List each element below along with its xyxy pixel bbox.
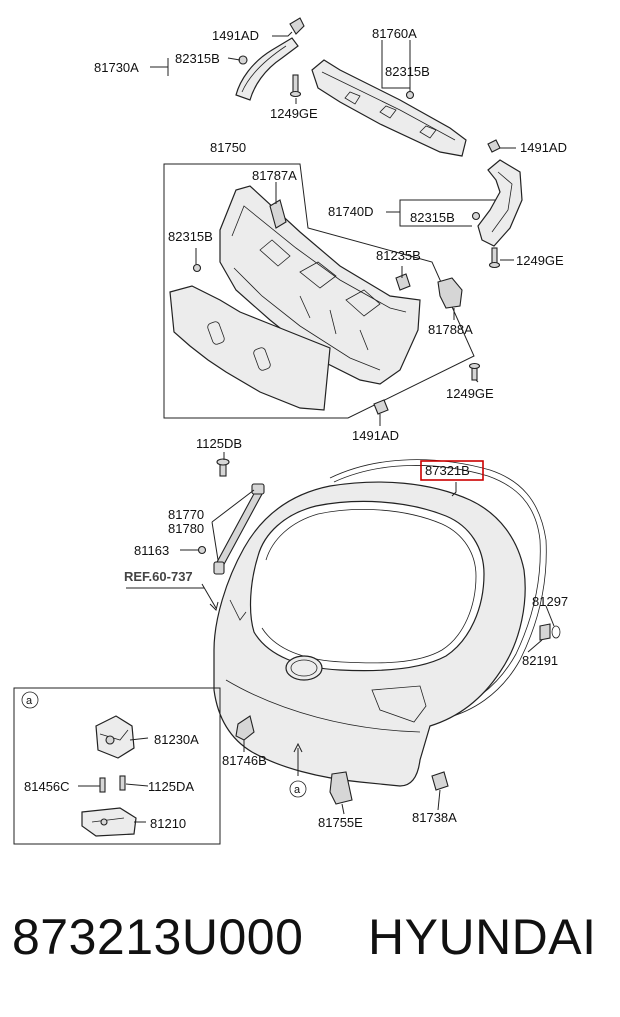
label-1491AD-low: 1491AD: [352, 428, 399, 443]
label-82191: 82191: [522, 653, 558, 668]
label-81297: 81297: [532, 594, 568, 609]
part-number: 873213U000: [12, 909, 304, 965]
arrow-a: [293, 742, 303, 776]
label-81230A: 81230A: [154, 732, 199, 747]
label-81738A: 81738A: [412, 810, 457, 825]
pillar-trim-81740D: [471, 139, 523, 269]
label-81210: 81210: [150, 816, 186, 831]
striker-81210: [81, 807, 137, 837]
label-81755E: 81755E: [318, 815, 363, 830]
clip-82315B-top: [238, 55, 248, 65]
box-81750: [163, 163, 475, 419]
arrow-ref: [201, 583, 219, 611]
label-81780: 81780: [168, 521, 204, 536]
label-ref-60-737: REF.60-737: [124, 569, 193, 584]
label-82315B-right: 82315B: [410, 210, 455, 225]
label-1491AD-top: 1491AD: [212, 28, 259, 43]
inner-panel: [169, 285, 331, 411]
clip-81746B: [235, 715, 255, 741]
strut-81770: [213, 483, 265, 575]
trim-piece-81730A: [235, 17, 305, 101]
label-1125DA: 1125DA: [148, 779, 194, 794]
cover-81755E: [329, 771, 353, 805]
bumper-81738A: [431, 771, 449, 791]
bolt-81456C-1125DA: [99, 775, 126, 793]
label-82315B-left: 82315B: [168, 229, 213, 244]
parts-diagram: 1491AD 81760A 81730A 82315B 82315B 1249G…: [13, 17, 568, 845]
label-81770: 81770: [168, 507, 204, 522]
label-81456C: 81456C: [24, 779, 70, 794]
garnish-81760A: [311, 59, 467, 157]
label-1125DB: 1125DB: [196, 436, 242, 451]
label-87321B: 87321B: [425, 463, 470, 478]
clip-82315B-left: [192, 263, 202, 273]
tailgate-87321B: [213, 459, 547, 787]
label-81746B: 81746B: [222, 753, 267, 768]
bumper-81297: [539, 623, 561, 641]
label-a-main: a: [294, 784, 301, 796]
label-1249GE-right: 1249GE: [516, 253, 564, 268]
clip-81163: [197, 545, 207, 555]
bolt-1125DB: [216, 458, 230, 477]
label-82315B-mid: 82315B: [385, 64, 430, 79]
label-81740D: 81740D: [328, 204, 374, 219]
box-inset-a: [13, 687, 221, 845]
label-a-inset: a: [26, 695, 33, 707]
label-81235B: 81235B: [376, 248, 421, 263]
label-81788A: 81788A: [428, 322, 473, 337]
label-1491AD-right: 1491AD: [520, 140, 567, 155]
bolt-1249GE-low: [468, 362, 481, 381]
clip-1491AD-low: [373, 399, 389, 415]
latch-81230A: [95, 715, 135, 759]
label-82315B-top: 82315B: [175, 51, 220, 66]
label-1249GE-low: 1249GE: [446, 386, 494, 401]
bolt-1249GE-top: [289, 74, 302, 98]
label-1249GE-top: 1249GE: [270, 106, 318, 121]
label-81760A: 81760A: [372, 26, 417, 41]
label-81730A: 81730A: [94, 60, 139, 75]
trim-panel-81750: [219, 185, 463, 385]
label-81750: 81750: [210, 140, 246, 155]
label-81787A: 81787A: [252, 168, 297, 183]
brand-name: HYUNDAI: [368, 909, 597, 965]
highlight-87321B: [420, 460, 484, 481]
label-81163: 81163: [134, 543, 169, 558]
